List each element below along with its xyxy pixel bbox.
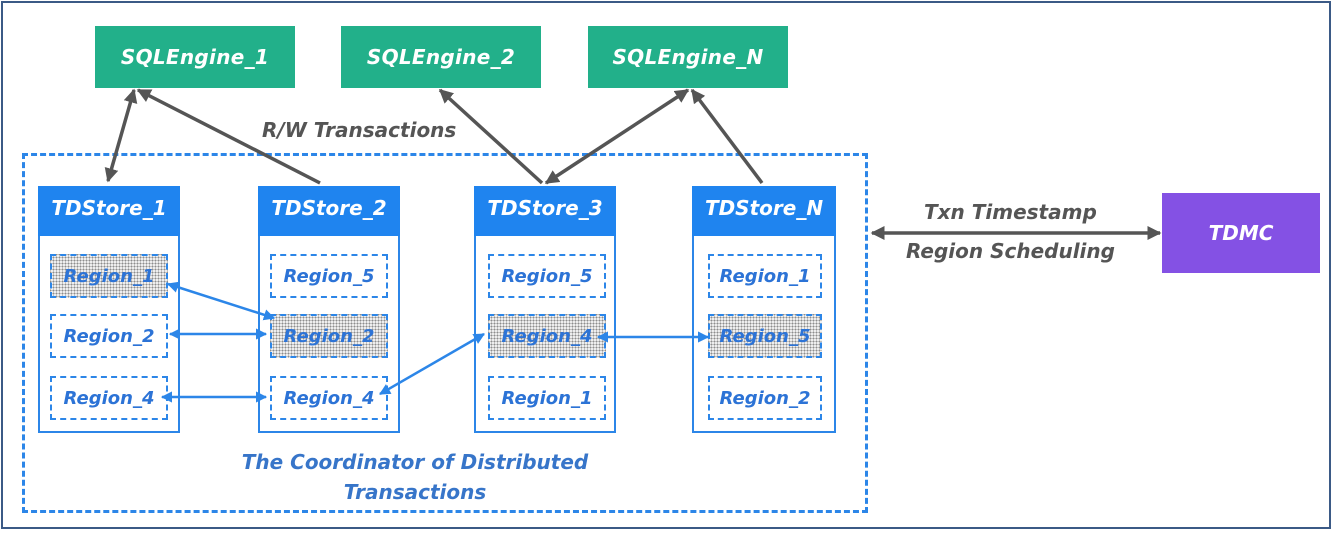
arrow-engineN-storeN [690,88,764,185]
tdstore-2: TDStore_2 Region_5 Region_2 Region_4 [258,186,400,433]
sqlengine-1-box: SQLEngine_1 [95,26,295,88]
tdstore-3: TDStore_3 Region_5 Region_4 Region_1 [474,186,616,433]
tdmc-label: TDMC [1208,221,1274,245]
rw-transactions-label: R/W Transactions [262,118,457,142]
sqlengine-1-label: SQLEngine_1 [120,45,270,69]
tdstore-2-region-2: Region_2 [270,314,388,358]
tdstore-3-header: TDStore_3 [474,186,616,236]
coordinator-label-line-2: Transactions [343,480,487,504]
arrow-region1-link [166,281,276,321]
tdstore-3-region-2: Region_4 [488,314,606,358]
arrow-engine1-store2 [136,88,321,185]
arrow-engine1-store1 [104,88,138,183]
tdstore-n: TDStore_N Region_1 Region_5 Region_2 [692,186,836,433]
tdstore-n-region-2: Region_5 [708,314,822,358]
sqlengine-n-box: SQLEngine_N [588,26,788,88]
arrow-engine2-store3 [438,88,544,185]
tdstore-1-region-1: Region_1 [50,254,168,298]
tdstore-n-region-1: Region_1 [708,254,822,298]
tdstore-2-header: TDStore_2 [258,186,400,236]
coordinator-label-line-1: The Coordinator of Distributed [241,450,589,474]
tdstore-1-header: TDStore_1 [38,186,180,236]
tdmc-box: TDMC [1162,193,1320,273]
coordinator-label: The Coordinator of Distributed Transacti… [200,447,630,507]
tdstore-n-header: TDStore_N [692,186,836,236]
txn-timestamp-label: Txn Timestamp [924,200,1097,224]
sqlengine-n-label: SQLEngine_N [612,45,764,69]
tdstore-3-region-3: Region_1 [488,376,606,420]
tdstore-2-region-3: Region_4 [270,376,388,420]
tdstore-1-region-2: Region_2 [50,314,168,358]
tdstore-1: TDStore_1 Region_1 Region_2 Region_4 [38,186,180,433]
sqlengine-2-box: SQLEngine_2 [341,26,541,88]
tdstore-3-region-1: Region_5 [488,254,606,298]
tdstore-2-region-1: Region_5 [270,254,388,298]
coordinator-box [22,153,868,513]
region-scheduling-label: Region Scheduling [906,239,1115,263]
sqlengine-2-label: SQLEngine_2 [366,45,516,69]
arrow-region4-store3-link [379,332,485,396]
arrow-engineN-store3 [544,88,690,185]
tdstore-n-region-3: Region_2 [708,376,822,420]
tdstore-1-region-3: Region_4 [50,376,168,420]
